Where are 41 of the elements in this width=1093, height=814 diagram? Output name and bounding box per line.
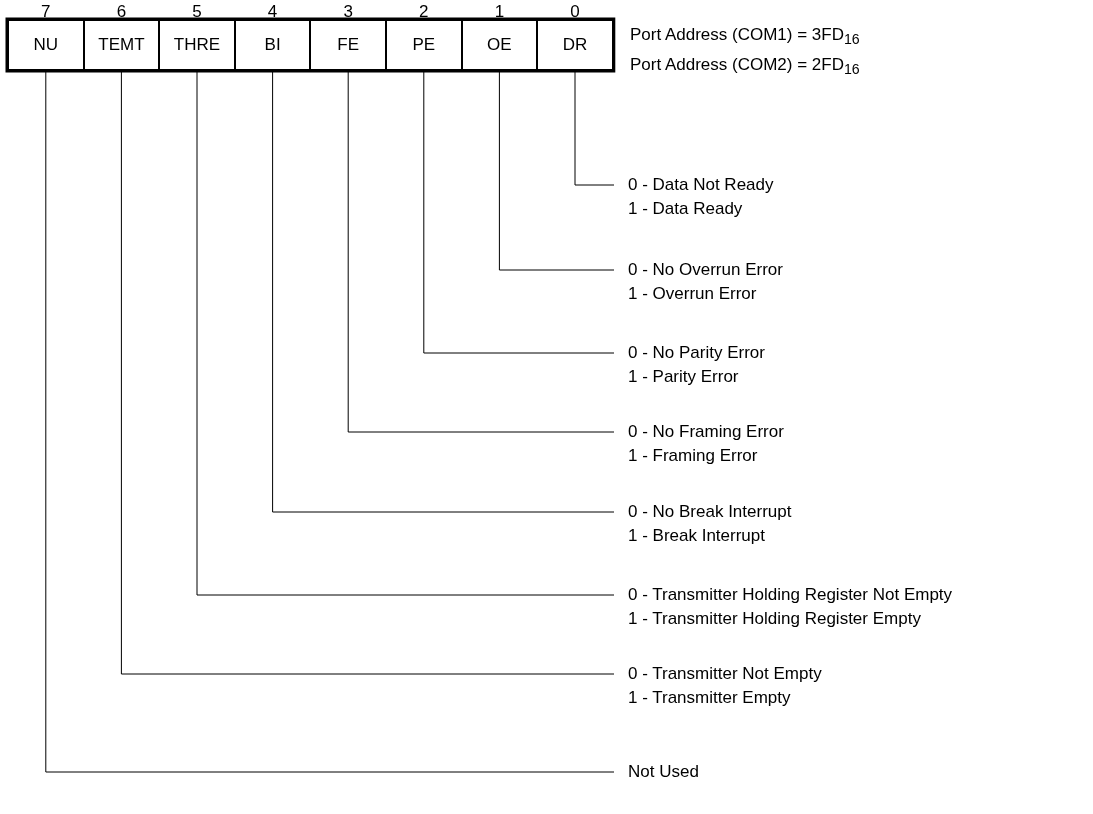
bit-value-description: 1 - Transmitter Empty xyxy=(628,687,792,709)
bit-number: 1 xyxy=(493,4,506,20)
port-address-note: Port Address (COM1) = 3FD$_{16}$ xyxy=(630,24,860,50)
bit-value-description: 0 - No Overrun Error xyxy=(628,259,783,281)
register-bit-field: DR xyxy=(537,20,613,70)
bit-number: 2 xyxy=(418,4,430,20)
bit-number: 7 xyxy=(40,4,52,20)
leader-line xyxy=(45,69,615,773)
leader-line xyxy=(498,69,615,271)
bit-value-description: 0 - No Parity Error xyxy=(628,342,765,364)
bit-value-description: 1 - Framing Error xyxy=(628,445,759,467)
leader-line xyxy=(423,69,615,354)
bit-value-description: 0 - No Framing Error xyxy=(628,421,784,443)
register-bit-field: FE xyxy=(310,20,386,70)
port-address-note: Port Address (COM2) = 2FD$_{16}$ xyxy=(630,54,860,80)
leader-line xyxy=(120,69,615,675)
bit-value-description: 1 - Overrun Error xyxy=(628,283,758,305)
register-bit-field: THRE xyxy=(159,20,235,70)
bit-value-description: 1 - Data Ready xyxy=(628,198,744,220)
register-bit-field: PE xyxy=(386,20,462,70)
register-bit-field: NU xyxy=(8,20,84,70)
register-bit-field: BI xyxy=(234,20,311,70)
bit-value-description: 1 - Transmitter Holding Register Empty xyxy=(628,608,922,630)
leader-line xyxy=(272,69,615,513)
bit-value-description: 1 - Break Interrupt xyxy=(628,525,766,547)
bit-value-description: 1 - Parity Error xyxy=(628,366,740,388)
register-bit-field: TEMT xyxy=(83,20,160,70)
bit-number: 6 xyxy=(115,4,128,20)
leader-line xyxy=(347,69,615,433)
bit-number: 4 xyxy=(266,4,279,20)
register-bit-field: OE xyxy=(461,20,538,70)
leader-line xyxy=(196,69,615,596)
leader-line xyxy=(574,69,615,186)
bit-value-description: Not Used xyxy=(628,761,699,783)
bit-value-description: 0 - Transmitter Holding Register Not Empty xyxy=(628,584,953,606)
bit-value-description: 0 - No Break Interrupt xyxy=(628,501,792,523)
bit-value-description: 0 - Transmitter Not Empty xyxy=(628,663,822,685)
bit-number: 3 xyxy=(342,4,354,20)
bit-number: 0 xyxy=(569,4,581,20)
bit-value-description: 0 - Data Not Ready xyxy=(628,174,774,196)
bit-number: 5 xyxy=(191,4,203,20)
